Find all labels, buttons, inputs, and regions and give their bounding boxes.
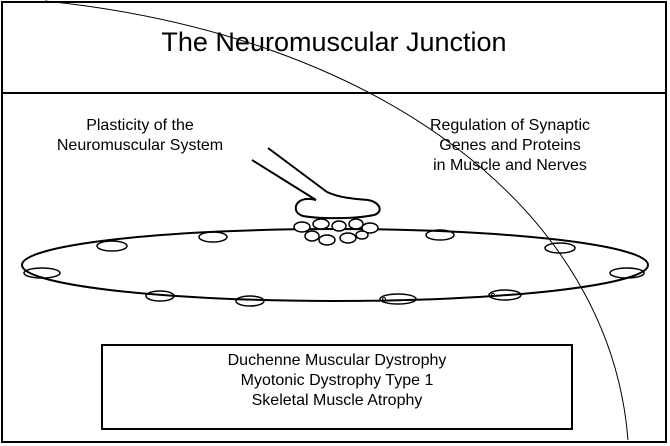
diseases-box: Duchenne Muscular Dystrophy Myotonic Dys…: [101, 344, 573, 430]
vesicle: [349, 219, 363, 229]
regulation-label-line: Regulation of Synaptic: [380, 116, 640, 136]
vesicle: [305, 231, 319, 241]
regulation-label-line: in Muscle and Nerves: [380, 156, 640, 176]
nucleus: [97, 241, 127, 251]
nucleus: [199, 232, 227, 242]
plasticity-label: Plasticity of the Neuromuscular System: [40, 116, 240, 156]
nerve-axon-line-lower: [252, 160, 316, 200]
vesicle: [332, 221, 346, 231]
disease-item: Duchenne Muscular Dystrophy: [103, 351, 571, 371]
plasticity-label-line: Plasticity of the: [40, 116, 240, 136]
vesicle: [294, 222, 310, 232]
vesicle: [356, 231, 368, 239]
nerve-axon-line-upper: [268, 148, 327, 192]
synaptic-vesicles: [294, 219, 378, 245]
vesicle: [319, 235, 335, 245]
vesicle: [340, 233, 356, 243]
nucleolus: [492, 294, 495, 297]
regulation-label: Regulation of Synaptic Genes and Protein…: [380, 116, 640, 176]
vesicle: [313, 219, 329, 229]
disease-item: Skeletal Muscle Atrophy: [103, 391, 571, 411]
nucleus: [545, 243, 575, 253]
disease-item: Myotonic Dystrophy Type 1: [103, 371, 571, 391]
regulation-label-line: Genes and Proteins: [380, 136, 640, 156]
nucleolus: [383, 298, 386, 301]
plasticity-label-line: Neuromuscular System: [40, 136, 240, 156]
